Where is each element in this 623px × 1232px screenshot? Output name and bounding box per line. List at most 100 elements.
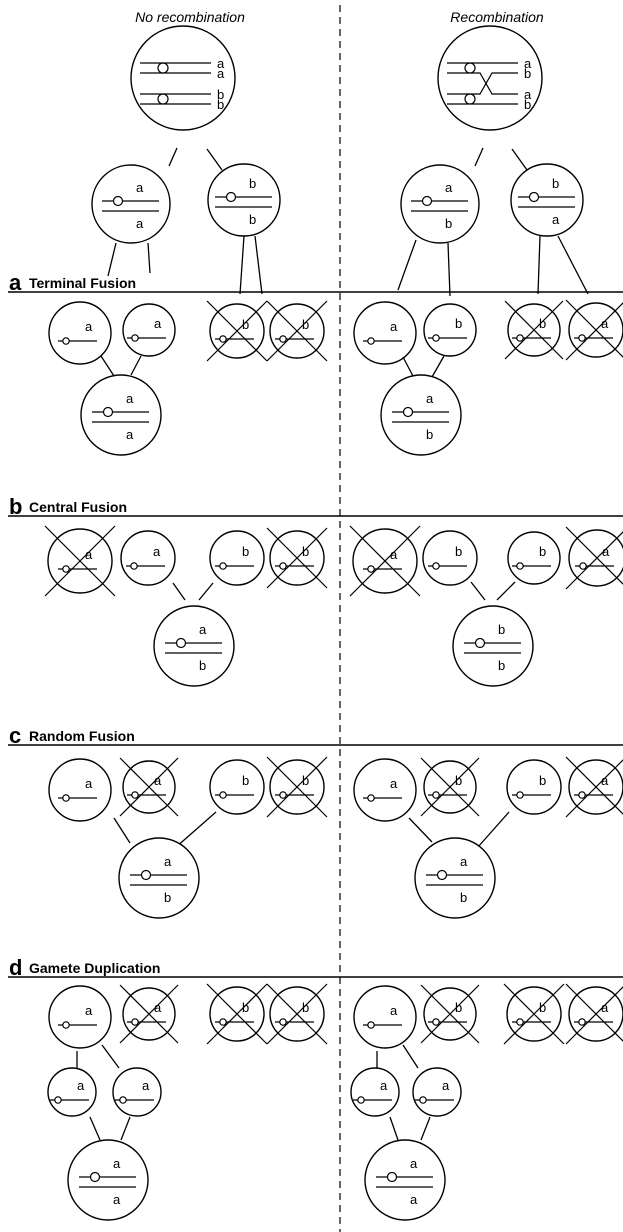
connector-line bbox=[147, 242, 151, 274]
centromere bbox=[157, 93, 169, 105]
centromere bbox=[279, 1018, 287, 1026]
diploid-cell: aa bbox=[91, 164, 171, 244]
section-c-title: Random Fusion bbox=[29, 728, 135, 744]
allele-label: b bbox=[524, 66, 531, 81]
centromere bbox=[62, 1021, 70, 1029]
cell-outline bbox=[48, 301, 112, 365]
section-a-title: Terminal Fusion bbox=[29, 275, 136, 291]
allele-label: a bbox=[126, 391, 134, 406]
cell-outline bbox=[423, 303, 477, 357]
connector-line bbox=[206, 148, 223, 171]
centromere bbox=[516, 791, 524, 799]
allele-label: a bbox=[77, 1078, 85, 1093]
diploid-cell: ab bbox=[153, 605, 235, 687]
crossed-haploid-cell: a bbox=[119, 984, 179, 1044]
cross-line bbox=[503, 983, 565, 1045]
cross-line bbox=[266, 983, 328, 1045]
centromere bbox=[89, 1171, 101, 1183]
allele-label: b bbox=[217, 97, 224, 112]
allele-label: a bbox=[85, 776, 93, 791]
cross-line bbox=[206, 983, 268, 1045]
haploid-cell: b bbox=[423, 303, 477, 357]
cross-line bbox=[504, 300, 564, 360]
centromere bbox=[578, 791, 586, 799]
connector-line bbox=[511, 148, 528, 171]
allele-label: b bbox=[455, 316, 462, 331]
cell-outline bbox=[207, 163, 281, 237]
connector-line bbox=[89, 1116, 101, 1141]
connector-line bbox=[174, 811, 217, 849]
haploid-cell: a bbox=[353, 301, 417, 365]
cross-line bbox=[206, 300, 268, 362]
allele-label: a bbox=[217, 66, 225, 81]
allele-label: a bbox=[390, 547, 398, 562]
allele-label: a bbox=[199, 622, 207, 637]
section-c-heading: c Random Fusion bbox=[9, 723, 135, 748]
section-b-heading: b Central Fusion bbox=[9, 494, 127, 519]
allele-label: b bbox=[302, 317, 309, 332]
centromere bbox=[131, 791, 139, 799]
cross-line bbox=[266, 527, 328, 589]
connector-line bbox=[198, 582, 214, 601]
crossed-haploid-cell: b bbox=[503, 983, 565, 1045]
cross-line bbox=[565, 299, 623, 358]
section-d-title: Gamete Duplication bbox=[29, 960, 160, 976]
cell-outline bbox=[412, 1067, 462, 1117]
diploid-cell: aa bbox=[67, 1139, 149, 1221]
allele-label: a bbox=[154, 773, 162, 788]
centromere bbox=[279, 791, 287, 799]
centromere bbox=[578, 1018, 586, 1026]
centromere bbox=[579, 562, 587, 570]
haploid-cell: b bbox=[507, 531, 561, 585]
allele-label: b bbox=[539, 1000, 546, 1015]
allele-label: b bbox=[455, 544, 462, 559]
allele-label: a bbox=[552, 212, 560, 227]
section-b-letter: b bbox=[9, 494, 22, 519]
haploid-cell: b bbox=[209, 530, 265, 586]
cell-outline bbox=[122, 303, 176, 357]
header-recombination: Recombination bbox=[450, 9, 544, 25]
allele-label: a bbox=[524, 87, 532, 102]
allele-label: a bbox=[601, 773, 609, 788]
cell-outline bbox=[118, 837, 200, 919]
connector-line bbox=[408, 817, 433, 843]
allele-label: a bbox=[445, 180, 453, 195]
connector-line bbox=[474, 147, 484, 167]
cross-line bbox=[349, 525, 421, 597]
connector-line bbox=[254, 235, 263, 295]
centromere bbox=[62, 794, 70, 802]
cell-outline bbox=[510, 163, 584, 237]
allele-label: b bbox=[242, 544, 249, 559]
centromere bbox=[516, 334, 524, 342]
allele-label: b bbox=[426, 427, 433, 442]
cell-outline bbox=[353, 301, 417, 365]
haploid-cell: a bbox=[353, 985, 417, 1049]
allele-label: a bbox=[390, 319, 398, 334]
cell-outline bbox=[209, 530, 265, 586]
centromere bbox=[436, 869, 448, 881]
allele-label: b bbox=[539, 773, 546, 788]
centromere bbox=[219, 1018, 227, 1026]
connector-line bbox=[537, 235, 541, 295]
centromere bbox=[432, 1018, 440, 1026]
centromere bbox=[516, 1018, 524, 1026]
allele-label: a bbox=[442, 1078, 450, 1093]
connector-line bbox=[239, 235, 245, 295]
diploid-cell: ab bbox=[118, 837, 200, 919]
diploid-cell: ab bbox=[380, 374, 462, 456]
cell-outline bbox=[91, 164, 171, 244]
crossed-haploid-cell: b bbox=[266, 527, 328, 589]
allele-label: a bbox=[380, 1078, 388, 1093]
diploid-cell: bb bbox=[452, 605, 534, 687]
cross-line bbox=[266, 756, 328, 818]
allele-label: b bbox=[498, 658, 505, 673]
allele-label: b bbox=[242, 1000, 249, 1015]
cell-outline bbox=[209, 759, 265, 815]
allele-label: b bbox=[242, 317, 249, 332]
centromere bbox=[140, 869, 152, 881]
allele-label: b bbox=[445, 216, 452, 231]
connector-line bbox=[420, 1116, 431, 1141]
haploid-cell: b bbox=[209, 759, 265, 815]
